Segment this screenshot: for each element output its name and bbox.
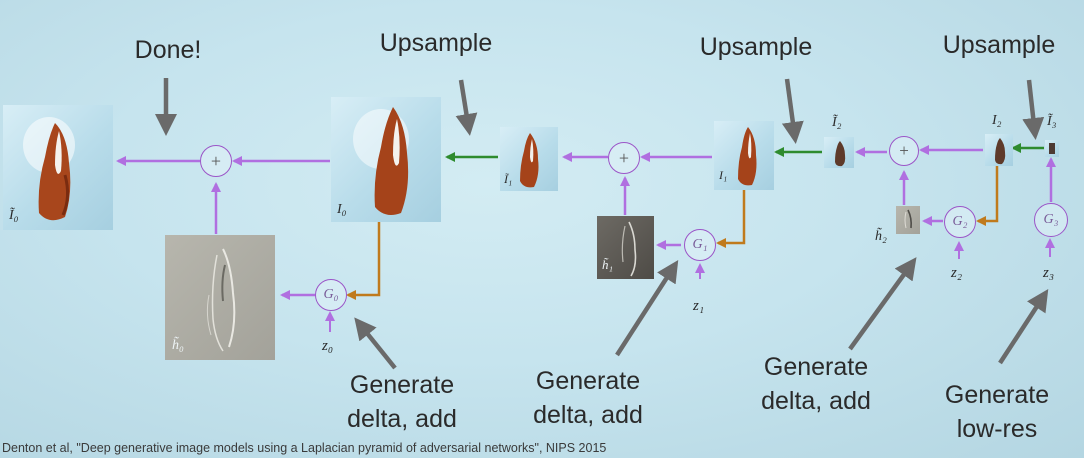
label-generate-delta-3: Generate delta, add [761, 353, 871, 415]
edge-detail-icon [621, 221, 637, 277]
arrow-I2tilde-to-G1 [716, 190, 746, 248]
label-h2: h̃₂ [875, 229, 887, 244]
plus-icon: + [618, 147, 630, 168]
label-upsample-3: Upsample [942, 31, 1056, 59]
plus-icon: + [210, 150, 222, 171]
label-generate-delta-2: Generate delta, add [533, 367, 643, 429]
sum-node-1: + [608, 142, 640, 174]
label-I1: I₁ [719, 168, 728, 182]
label-h0: h̃₀ [172, 338, 184, 353]
plus-icon: + [899, 141, 909, 160]
image-I3-tilde [1045, 140, 1059, 157]
label-done: Done! [134, 36, 202, 64]
pointer-generate-1 [354, 317, 397, 370]
generator-G0: G₀ [315, 279, 347, 311]
edge-detail-icon [904, 209, 912, 229]
sum-node-2: + [889, 136, 919, 166]
bird-figure-icon [995, 138, 1006, 165]
image-h1: h̃₁ [597, 216, 654, 279]
label-z1: z₁ [693, 298, 705, 314]
label-I2-tilde: Ĩ₂ [832, 115, 842, 130]
generator-G1: G₁ [684, 229, 716, 261]
image-I2 [985, 134, 1013, 166]
label-I0-tilde: Ĩ₀ [9, 208, 19, 223]
label-z2: z₂ [951, 265, 963, 281]
pointer-generate-low [998, 288, 1049, 365]
image-I0-tilde: Ĩ₀ [3, 105, 113, 230]
label-z3: z₃ [1043, 265, 1055, 281]
label-upsample-2: Upsample [699, 33, 813, 61]
citation: Denton et al, "Deep generative image mod… [2, 441, 607, 455]
label-generate-low-res: Generate low-res [944, 381, 1050, 443]
arrow-I1tilde-to-G0 [346, 222, 381, 300]
label-upsample-1: Upsample [379, 29, 493, 57]
generator-G2: G₂ [944, 206, 976, 238]
image-I1: I₁ [714, 121, 774, 190]
bird-figure-icon [835, 141, 846, 167]
label-I3-tilde: Ĩ₃ [1047, 114, 1057, 129]
bird-figure-icon [353, 107, 409, 215]
pointer-upsample-2 [781, 78, 804, 144]
label-h1: h̃₁ [602, 257, 614, 272]
arrow-I3tilde-to-G2 [976, 166, 999, 226]
generator-G3: G₃ [1034, 203, 1068, 237]
image-I0: I₀ [331, 97, 441, 222]
bird-figure-icon [738, 127, 757, 186]
bird-figure-icon [1049, 143, 1055, 154]
edge-detail-icon [206, 248, 236, 352]
label-generate-delta-1: Generate delta, add [347, 371, 457, 433]
bird-figure-icon [520, 133, 539, 188]
label-z0: z₀ [322, 338, 334, 354]
sum-node-0: + [200, 145, 232, 177]
image-I2-tilde [824, 137, 854, 168]
label-I1-tilde: Ĩ₁ [504, 172, 513, 186]
bird-figure-icon [23, 117, 75, 221]
label-I0: I₀ [337, 202, 347, 217]
pointer-upsample-1 [455, 79, 478, 136]
image-h2 [896, 206, 920, 234]
pointer-upsample-3 [1022, 79, 1045, 140]
image-I1-tilde: Ĩ₁ [500, 127, 558, 191]
image-h0: h̃₀ [165, 235, 275, 360]
label-I2: I₂ [992, 113, 1002, 128]
pointer-generate-3 [848, 257, 917, 351]
